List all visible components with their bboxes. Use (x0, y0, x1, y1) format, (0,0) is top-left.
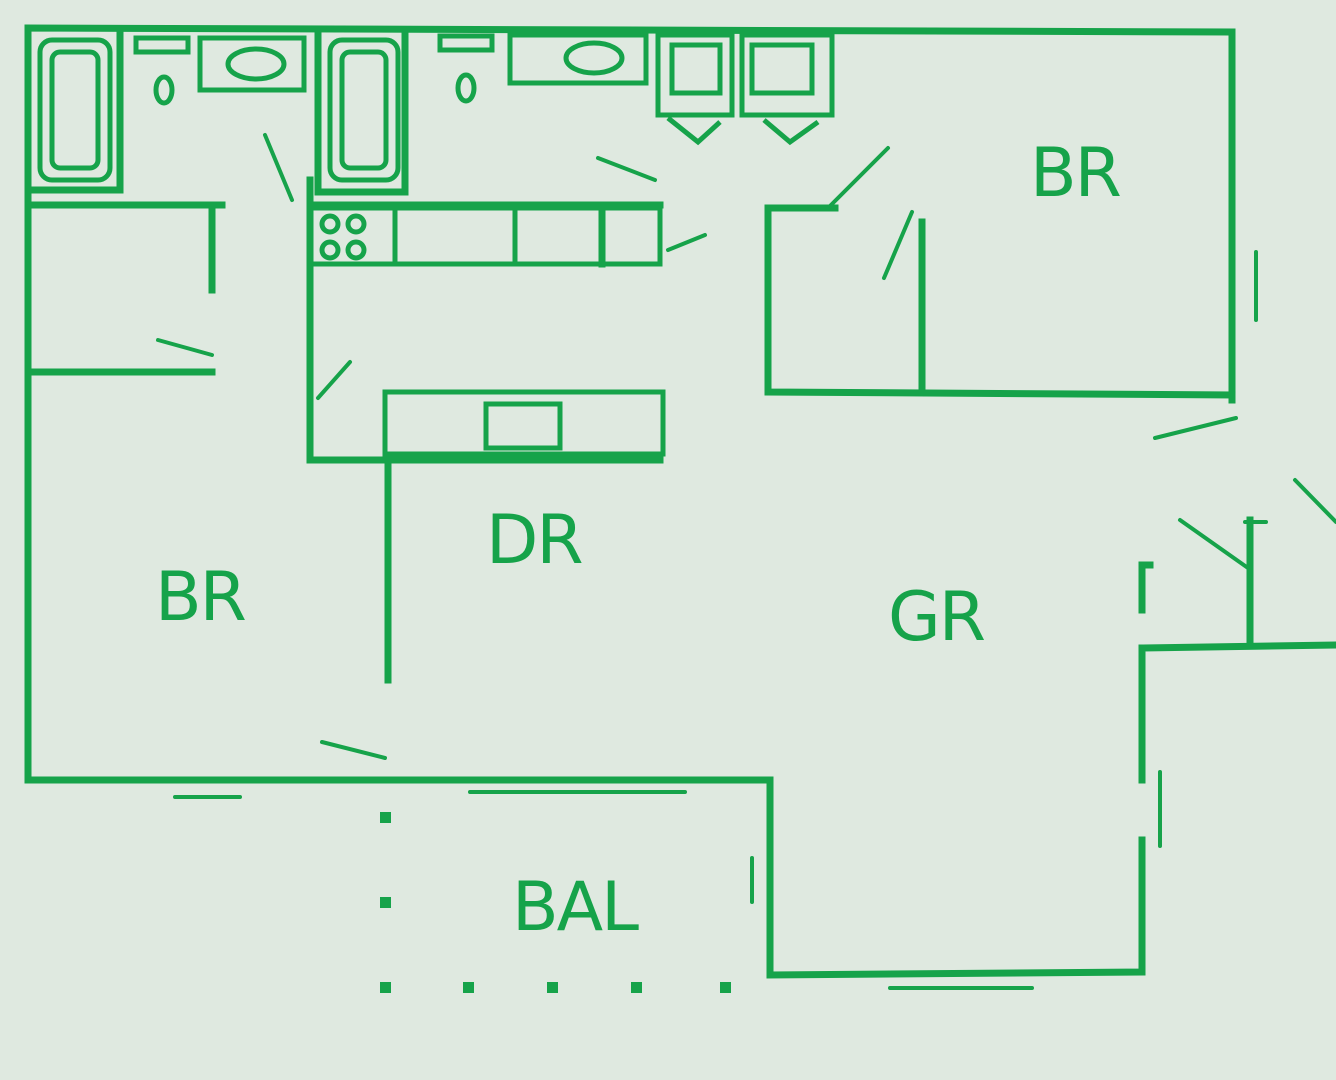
bathtub-left (37, 37, 113, 183)
range-burners (319, 213, 367, 261)
exterior-walls (24, 24, 1336, 979)
interior-walls (26, 31, 1254, 684)
room-label-dr: DR (486, 501, 582, 580)
bathtub-right (327, 37, 401, 183)
room-label-br-left: BR (155, 558, 246, 637)
doors (156, 133, 1336, 760)
washer (655, 32, 735, 118)
toilet-left (133, 35, 191, 55)
fixtures (37, 32, 835, 261)
balcony-rail (380, 812, 731, 993)
vanity-right (507, 32, 649, 86)
room-labels: BR BR DR GR BAL (155, 134, 1123, 947)
room-label-bal: BAL (512, 868, 639, 947)
vanity-left (197, 35, 307, 93)
room-label-br-top: BR (1030, 134, 1121, 213)
room-label-gr: GR (888, 578, 985, 657)
dryer (739, 32, 835, 118)
windows (173, 250, 1258, 990)
toilet-right (437, 33, 495, 53)
